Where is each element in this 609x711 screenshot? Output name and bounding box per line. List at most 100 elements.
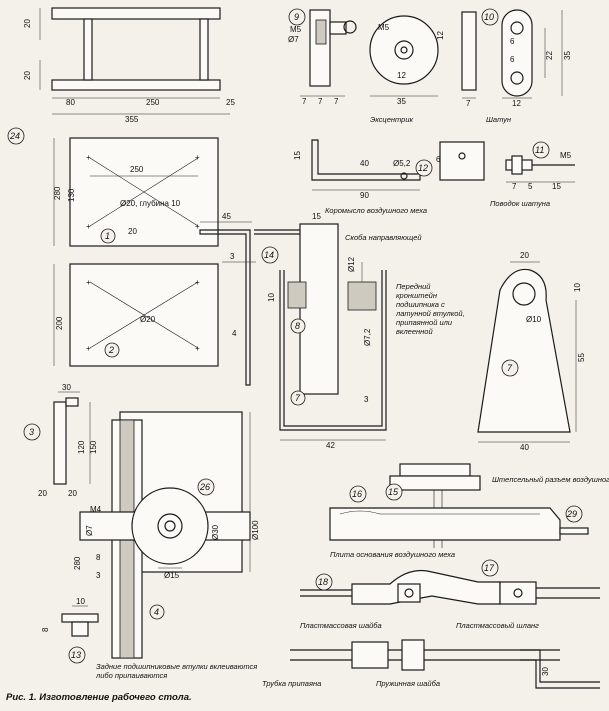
tube-dim-30: 30: [541, 667, 550, 676]
conrod-dim-12: 12: [512, 99, 521, 108]
assembly-part-number: 4: [154, 607, 159, 617]
rocker-drawing: 15 40 Ø5,2 90 Коромысло воздушного меха …: [293, 139, 433, 215]
svg-text:+: +: [195, 153, 200, 162]
eccentric-dim-m5: M5: [290, 25, 302, 34]
lever7-dim-20: 20: [520, 251, 529, 260]
lever7-drawing: 20 10 Ø10 55 40 7: [477, 251, 586, 452]
frame-dim-20-top: 20: [23, 19, 32, 28]
eccentric-dim-35: 35: [397, 97, 406, 106]
lever7-dim-55: 55: [577, 353, 586, 362]
frame-dim-250: 250: [146, 98, 160, 107]
assembly-dim-8: 8: [96, 553, 101, 562]
bracket-label: Скоба направляющей: [345, 233, 422, 242]
tube-part-17: 17: [484, 563, 495, 573]
plate1-number: 1: [105, 231, 110, 241]
frame-drawing: 20 20 80 250 25 355: [23, 7, 235, 124]
connector-label: Штепсельный разъем воздушного меха: [492, 475, 609, 484]
eccentric-dim-m5-front: M5: [378, 23, 390, 32]
tube-label-spring-washer: Пружинная шайба: [376, 679, 440, 688]
bearing-label: Передний кронштейн подшипника с латунной…: [396, 282, 465, 336]
assembly-dim-d100: Ø100: [251, 520, 260, 540]
bearing-drawing: Ø12 10 Ø7,2 8 Передний кронштейн подшипн…: [267, 256, 465, 346]
conrod-dim-22: 22: [545, 51, 554, 60]
connector-drawing: Штепсельный разъем воздушного меха 15 16…: [329, 463, 609, 559]
assembly-dim-3: 3: [96, 571, 101, 580]
leash-number: 11: [535, 145, 544, 155]
assembly-dim-280: 280: [73, 556, 82, 570]
part12-dim-6: 6: [436, 155, 441, 164]
leash-label: Поводок шатуна: [490, 199, 550, 208]
rocker-dim-15: 15: [293, 151, 302, 160]
plate1-dim-280: 280: [53, 186, 62, 200]
part14-number: 14: [264, 250, 274, 260]
conrod-drawing: 10 7 12 6 6 22 35 Шатун: [461, 8, 572, 124]
lever7-dim-40: 40: [520, 443, 529, 452]
svg-text:+: +: [195, 222, 200, 231]
leash-dim-5: 5: [528, 182, 533, 191]
tube-label-hose: Пластмассовый шланг: [456, 621, 539, 630]
plate2-drawing: + + + + 200 Ø20 2: [53, 263, 219, 367]
svg-text:+: +: [195, 344, 200, 353]
part3-drawing: 3 30 120 150 20 20: [23, 383, 98, 498]
assembly-dim-d7: Ø7: [85, 525, 94, 536]
bearing-dim-10: 10: [267, 293, 276, 302]
connector-base-label: Плита основания воздушного меха: [330, 550, 455, 559]
plate2-dim-200: 200: [55, 316, 64, 330]
eccentric-dim-12-side: 12: [436, 31, 445, 40]
bracket-dim-4: 4: [232, 329, 237, 338]
part3-dim-150: 150: [89, 440, 98, 454]
lever7-number: 7: [507, 363, 513, 373]
assembly-drawing: M4 Ø7 280 8 3 Ø15 Ø30 Ø100 4 26 Задние п…: [73, 411, 260, 680]
leash-drawing: 11 M5 7 5 15 Поводок шатуна: [490, 141, 575, 208]
rocker-dim-40: 40: [360, 159, 369, 168]
svg-text:+: +: [86, 153, 91, 162]
eccentric-dim-7b: 7: [318, 97, 323, 106]
assembly-ref-number: 26: [199, 482, 210, 492]
lever7-dim-10: 10: [573, 283, 582, 292]
conrod-dim-35: 35: [563, 51, 572, 60]
part13-number: 13: [71, 650, 81, 660]
rocker-dim-90: 90: [360, 191, 369, 200]
part3-dim-120: 120: [77, 440, 86, 454]
assembly-dim-d30: Ø30: [211, 524, 220, 540]
svg-text:+: +: [86, 278, 91, 287]
bearing-dim-d72: Ø7,2: [363, 328, 372, 346]
svg-text:+: +: [86, 344, 91, 353]
plate1-dim-130: 130: [67, 188, 76, 202]
conrod-number: 10: [484, 12, 494, 22]
frame-dim-25: 25: [226, 98, 235, 107]
tube-label-washer: Пластмассовая шайба: [300, 621, 382, 630]
part13-drawing: 10 8 13: [41, 597, 99, 664]
svg-text:+: +: [86, 222, 91, 231]
eccentric-dim-d7: Ø7: [288, 35, 299, 44]
leash-dim-7: 7: [512, 182, 517, 191]
rocker-dim-d52: Ø5,2: [393, 159, 411, 168]
bracket-dim-45: 45: [222, 212, 231, 221]
bracket-dim-15: 15: [312, 212, 321, 221]
tube-drawing: 18 17 30 Пластмассовая шайба Пластмассов…: [262, 559, 600, 689]
plate1-dim-20: 20: [128, 227, 137, 236]
assembly-dim-m4: M4: [90, 505, 102, 514]
rocker-label: Коромысло воздушного меха: [325, 206, 427, 215]
assembly-note: Задние подшипниковые втулки вклеиваются …: [96, 662, 258, 680]
bearing-dim-d12: Ø12: [347, 256, 356, 272]
connector-part-16: 16: [352, 489, 362, 499]
part12-number: 12: [418, 163, 428, 173]
plate1-dim-250: 250: [130, 165, 144, 174]
part3-dim-20b: 20: [68, 489, 77, 498]
part12-drawing: 6: [436, 141, 485, 181]
bracket-dim-42: 42: [326, 441, 335, 450]
leash-dim-15: 15: [552, 182, 561, 191]
eccentric-drawing: 9 M5 Ø7 7 7 7 M5 12 35 12 Эксцентрик: [288, 8, 445, 124]
frame-dim-355: 355: [125, 115, 139, 124]
connector-part-29: 29: [566, 509, 577, 519]
tube-label-soldered: Трубка припаяна: [262, 679, 321, 688]
figure-number: 24: [9, 131, 20, 141]
eccentric-dim-12-bottom: 12: [397, 71, 406, 80]
conrod-label: Шатун: [486, 115, 511, 124]
eccentric-label: Эксцентрик: [370, 115, 414, 124]
assembly-dim-d15: Ø15: [164, 571, 180, 580]
bracket-drawing: 45 15 Скоба направляющей 3 4 42 3 14 7: [199, 212, 422, 450]
tube-part-18: 18: [318, 577, 328, 587]
